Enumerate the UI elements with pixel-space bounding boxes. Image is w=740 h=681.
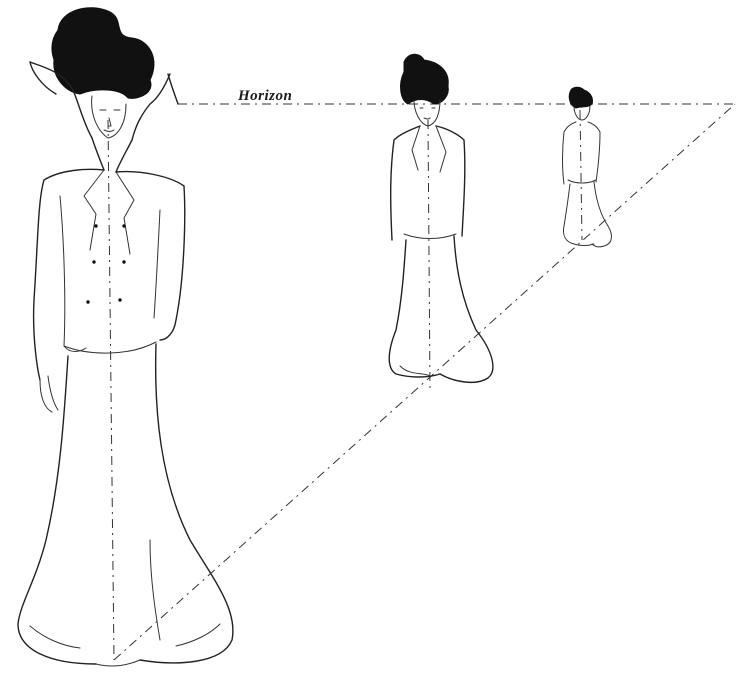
distant-woman <box>563 87 612 247</box>
foreground-woman <box>18 8 233 666</box>
horizon-label: Horizon <box>237 88 292 104</box>
perspective-diagonal <box>114 104 735 660</box>
middle-woman <box>389 54 493 390</box>
